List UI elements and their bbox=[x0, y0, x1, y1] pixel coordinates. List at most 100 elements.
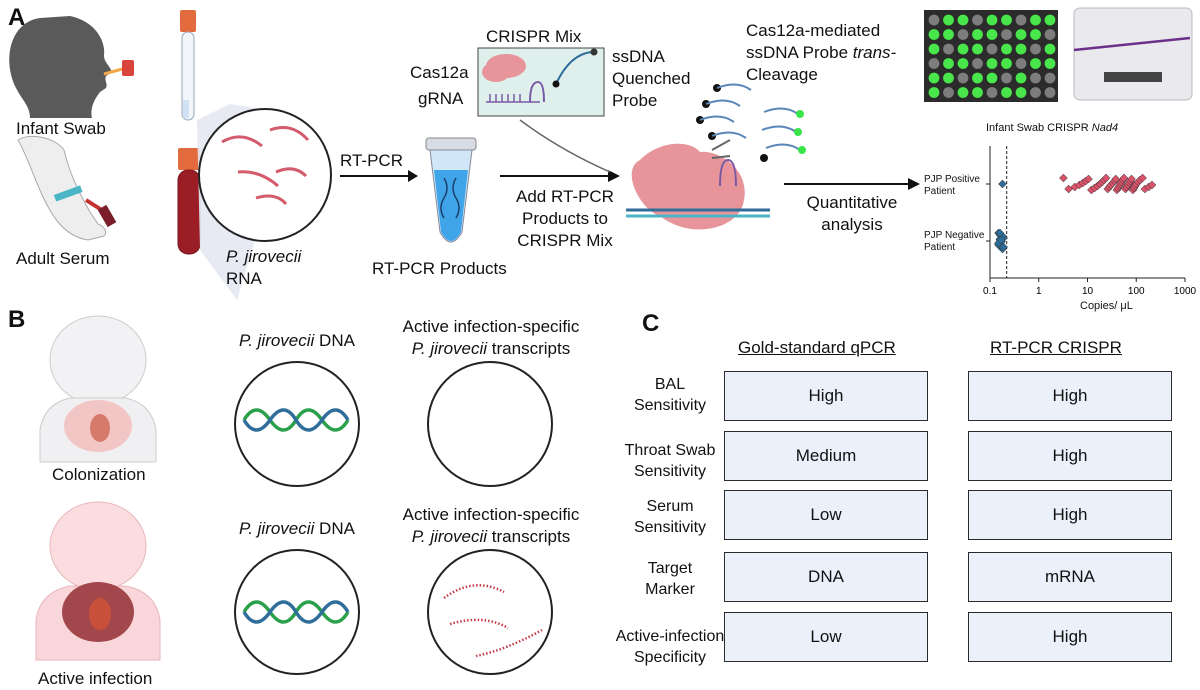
panel-b-letter: B bbox=[8, 306, 26, 333]
plate-well bbox=[943, 58, 954, 69]
chart-title-italic: Nad4 bbox=[1091, 122, 1119, 134]
colonized-baby-icon bbox=[39, 315, 157, 463]
plate-well bbox=[1030, 43, 1041, 55]
rna-word: RNA bbox=[226, 269, 262, 288]
plate-well bbox=[1030, 72, 1041, 84]
cell-crispr-target: mRNA bbox=[968, 552, 1172, 602]
series-negative-l2: Patient bbox=[924, 242, 956, 253]
series-positive-l2: Patient bbox=[924, 186, 956, 197]
plate-well bbox=[943, 87, 954, 98]
plate-well bbox=[1044, 29, 1056, 40]
series-positive-l1: PJP Positive bbox=[924, 174, 980, 185]
data-point bbox=[1147, 180, 1157, 190]
x-tick-label: 10 bbox=[1082, 286, 1094, 297]
rna-label: P. jirovecii RNA bbox=[226, 246, 301, 290]
cas12a-label: Cas12a bbox=[410, 63, 469, 82]
data-point bbox=[1101, 173, 1111, 183]
data-point bbox=[1084, 174, 1093, 184]
dna-word-2: DNA bbox=[314, 519, 355, 538]
plate-well bbox=[1044, 87, 1056, 98]
plate-well bbox=[1001, 72, 1012, 84]
x-tick-label: 100 bbox=[1128, 286, 1145, 297]
plate-well bbox=[972, 43, 983, 55]
plate-well bbox=[1015, 14, 1027, 26]
quantitative-analysis-arrow bbox=[784, 178, 920, 190]
plate-well bbox=[1044, 58, 1056, 69]
plate-well bbox=[957, 29, 969, 40]
data-point bbox=[998, 179, 1007, 189]
plate-well bbox=[943, 43, 954, 55]
cas12a-complex-icon bbox=[626, 139, 770, 230]
dna-circle-active bbox=[234, 549, 360, 675]
adult-serum-label: Adult Serum bbox=[16, 249, 110, 268]
plate-well bbox=[1001, 29, 1012, 40]
data-point bbox=[1111, 174, 1121, 184]
x-tick-label: 1000 bbox=[1174, 286, 1197, 297]
trans-l1-2: Active infection-specific bbox=[402, 505, 580, 524]
crispr-mix-label: CRISPR Mix bbox=[486, 27, 582, 46]
cleave-l2b: trans- bbox=[852, 43, 897, 62]
trans-word-2: transcripts bbox=[487, 527, 571, 546]
pcr-tube-icon bbox=[425, 137, 477, 243]
cell-crispr-serum: High bbox=[968, 490, 1172, 540]
plate-well bbox=[943, 29, 954, 40]
arm-icon bbox=[17, 135, 117, 241]
transcripts-label-colonization: Active infection-specific P. jirovecii t… bbox=[386, 316, 596, 360]
plate-well bbox=[986, 29, 998, 40]
rt-pcr-products-label: RT-PCR Products bbox=[372, 259, 507, 278]
data-point bbox=[1127, 174, 1136, 184]
chart-title-prefix: Infant Swab CRISPR bbox=[986, 122, 1092, 134]
plate-well bbox=[1044, 14, 1056, 26]
plate-well bbox=[1001, 43, 1012, 55]
ssdna-l3: Probe bbox=[612, 91, 658, 110]
plate-reader-icon bbox=[1073, 7, 1193, 101]
cleavage-label: Cas12a-mediated ssDNA Probe trans- Cleav… bbox=[746, 20, 896, 86]
cell-crispr-throat: High bbox=[968, 431, 1172, 481]
dna-species-1: P. jirovecii bbox=[239, 331, 315, 350]
transcripts-label-active: Active infection-specific P. jirovecii t… bbox=[386, 504, 596, 548]
rt-pcr-arrow bbox=[340, 170, 418, 182]
ssdna-l1: ssDNA bbox=[612, 47, 665, 66]
chart-xlabel: Copies/ μL bbox=[1080, 300, 1133, 312]
quant-l1: Quantitative bbox=[806, 193, 898, 212]
dna-circle-colonization bbox=[234, 361, 360, 487]
transcript-circle-active bbox=[427, 549, 553, 675]
plate-well bbox=[1001, 87, 1012, 98]
plate-well bbox=[943, 14, 954, 26]
plate-well bbox=[1030, 58, 1041, 69]
plate-well bbox=[943, 72, 954, 84]
plate-well bbox=[1015, 87, 1027, 98]
dna-label-colonization: P. jirovecii DNA bbox=[212, 330, 382, 352]
plate-well bbox=[928, 72, 940, 84]
column-header-crispr: RT-PCR CRISPR bbox=[990, 338, 1122, 357]
active-infection-label: Active infection bbox=[38, 669, 153, 688]
cleave-l1: Cas12a-mediated bbox=[746, 21, 881, 40]
trans-species-2: P. jirovecii bbox=[411, 527, 488, 546]
blood-tube-icon bbox=[177, 148, 201, 255]
data-point bbox=[1119, 173, 1129, 183]
rt-pcr-label: RT-PCR bbox=[340, 151, 403, 170]
column-header-qpcr: Gold-standard qPCR bbox=[738, 338, 896, 357]
plate-well bbox=[957, 58, 969, 69]
plate-well bbox=[972, 14, 983, 26]
trans-word-1: transcripts bbox=[487, 339, 571, 358]
add-l1: Add RT-PCR bbox=[516, 187, 614, 206]
plate-well bbox=[986, 87, 998, 98]
add-products-label: Add RT-PCR Products to CRISPR Mix bbox=[500, 186, 630, 252]
cleaved-probe-icons bbox=[761, 107, 806, 154]
plate-well bbox=[928, 87, 940, 98]
plate-well bbox=[972, 87, 983, 98]
plate-well bbox=[928, 14, 940, 26]
cell-qpcr-specificity: Low bbox=[724, 612, 928, 662]
plate-well bbox=[972, 58, 983, 69]
plate-well bbox=[1015, 43, 1027, 55]
plate-well bbox=[1015, 58, 1027, 69]
panel-a-letter: A bbox=[8, 4, 26, 31]
add-l3: CRISPR Mix bbox=[517, 231, 613, 250]
add-to-crispr-arrow bbox=[500, 119, 620, 182]
cleave-l3: Cleavage bbox=[746, 65, 818, 84]
quenched-probe-icons bbox=[696, 83, 768, 162]
